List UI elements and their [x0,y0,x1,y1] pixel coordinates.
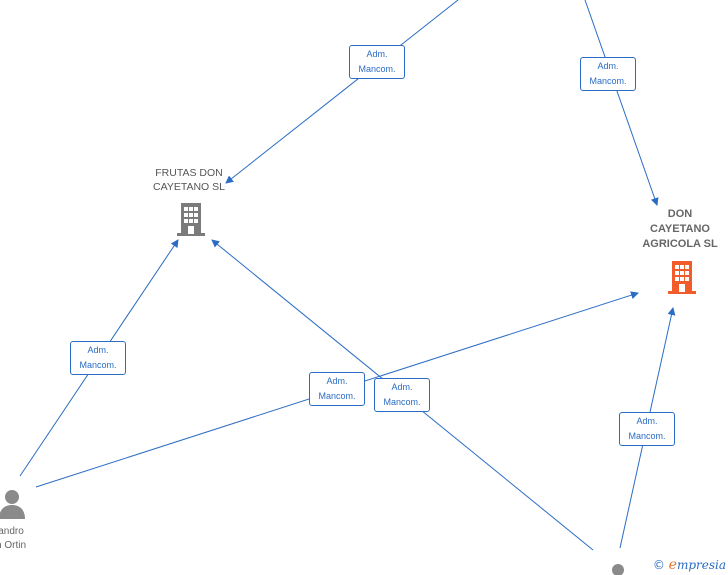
copyright-symbol: © [652,558,665,572]
building-icon[interactable] [175,201,207,237]
edge-label-person-bottom-to-frutas[interactable]: Adm. Mancom. [374,378,430,412]
edge-label-top-to-frutas[interactable]: Adm. Mancom. [349,45,405,79]
edge-line-top-to-frutas [225,0,459,184]
copyright-brand: © empresia [653,557,726,573]
edge-line-top-to-agricola [584,0,659,206]
edge-label-person-left-to-frutas[interactable]: Adm. Mancom. [70,341,126,375]
person-icon[interactable] [0,488,26,520]
person-name-left[interactable]: jandro n Ortin [0,526,27,551]
edge-label-person-bottom-to-agricola[interactable]: Adm. Mancom. [619,412,675,446]
person-icon[interactable] [606,562,630,575]
brand-logo-initial: e [668,557,677,573]
building-icon[interactable] [666,259,698,295]
company-name-agricola[interactable]: DON CAYETANO AGRICOLA SL [642,208,718,250]
company-name-frutas[interactable]: FRUTAS DON CAYETANO SL [153,167,225,193]
brand-logo-text: mpresia [676,558,726,572]
edge-label-person-left-to-agricola[interactable]: Adm. Mancom. [309,372,365,406]
edge-label-top-to-agricola[interactable]: Adm. Mancom. [580,57,636,91]
